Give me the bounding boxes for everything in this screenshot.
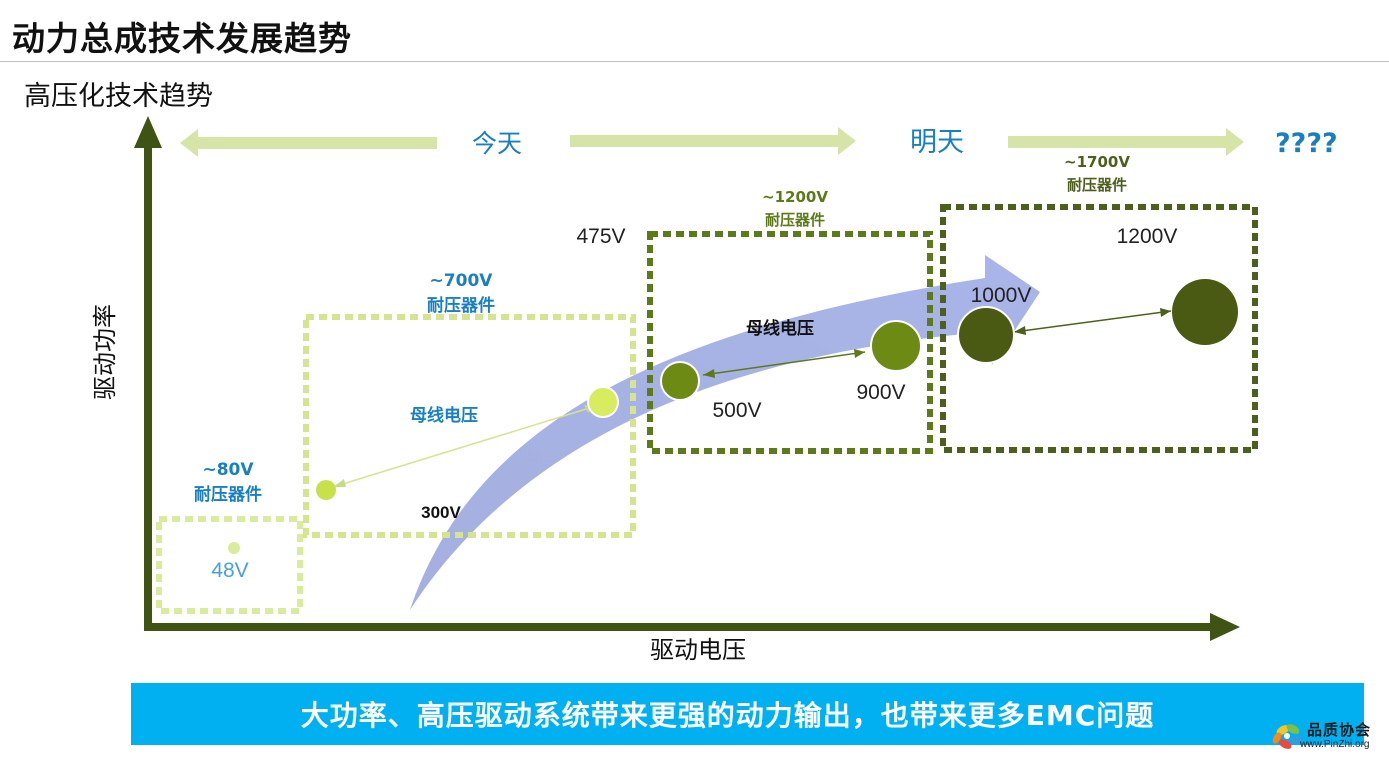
connector-arrowhead bbox=[703, 369, 715, 378]
connector-arrowhead bbox=[1160, 308, 1171, 317]
bus-voltage-label-2: 母线电压 bbox=[746, 318, 814, 339]
section-subtitle: 高压化技术趋势 bbox=[24, 81, 213, 112]
connector-1000v-1200v bbox=[1013, 310, 1172, 333]
voltage-label-500v: 500V bbox=[712, 399, 761, 422]
voltage-label-300v: 300V bbox=[421, 503, 461, 522]
zone-80v-rating: ~80V bbox=[202, 460, 254, 480]
zone-700v-box bbox=[303, 314, 636, 538]
x-axis-label: 驱动电压 bbox=[650, 636, 746, 664]
voltage-label-900v: 900V bbox=[856, 381, 905, 404]
voltage-dot-900v bbox=[870, 320, 922, 372]
zone-1200v-rating: ~1200V bbox=[762, 188, 828, 206]
connector-arrowhead bbox=[1014, 326, 1026, 335]
zone-80v-device-label: 耐压器件 bbox=[194, 484, 262, 505]
voltage-dot-1200v bbox=[1172, 279, 1238, 345]
conclusion-banner: 大功率、高压驱动系统带来更强的动力输出，也带来更多EMC问题 bbox=[131, 683, 1364, 745]
logo-url: www.PinZhi.org bbox=[1300, 739, 1370, 750]
timeline-today-left-arrow bbox=[180, 129, 437, 157]
zone-1700v-rating: ~1700V bbox=[1064, 153, 1130, 171]
zone-1200v-device-label: 耐压器件 bbox=[765, 211, 825, 229]
timeline-today-label: 今天 bbox=[472, 129, 522, 158]
voltage-dot-500v bbox=[660, 361, 700, 401]
zone-80v-box bbox=[156, 516, 303, 614]
timeline-future-label: ???? bbox=[1275, 128, 1338, 159]
zone-1700v-device-label: 耐压器件 bbox=[1067, 176, 1127, 194]
voltage-dot-475v bbox=[587, 386, 619, 418]
zone-1700v-box bbox=[940, 204, 1258, 453]
voltage-label-48v: 48V bbox=[211, 559, 248, 582]
voltage-label-1200v: 1200V bbox=[1117, 225, 1178, 248]
timeline-tomorrow-arrow bbox=[1008, 128, 1244, 156]
bus-voltage-label-1: 母线电压 bbox=[410, 405, 478, 426]
connector-arrowhead bbox=[854, 349, 865, 358]
voltage-label-475v: 475V bbox=[576, 225, 625, 248]
voltage-dot-1000v bbox=[957, 306, 1015, 364]
voltage-dot-300v bbox=[316, 480, 336, 500]
pinzhi-logo bbox=[1272, 724, 1303, 749]
connector-300v-475v bbox=[332, 405, 597, 488]
connector-500v-900v bbox=[702, 351, 866, 376]
conclusion-text: 大功率、高压驱动系统带来更强的动力输出，也带来更多EMC问题 bbox=[300, 699, 1155, 732]
title-divider bbox=[0, 61, 1389, 62]
logo-name: 品质协会 bbox=[1307, 721, 1372, 739]
x-axis-arrowhead bbox=[1210, 613, 1240, 641]
y-axis-label: 驱动功率 bbox=[91, 304, 119, 400]
voltage-dot-48v bbox=[228, 542, 240, 554]
zone-700v-rating: ~700V bbox=[430, 271, 494, 291]
page-title: 动力总成技术发展趋势 bbox=[12, 19, 352, 58]
zone-700v-device-label: 耐压器件 bbox=[427, 295, 495, 316]
voltage-label-1000v: 1000V bbox=[971, 284, 1032, 307]
flower-icon bbox=[1272, 724, 1303, 749]
timeline-today-right-arrow bbox=[570, 127, 856, 155]
timeline-tomorrow-label: 明天 bbox=[910, 127, 964, 158]
y-axis-arrowhead bbox=[134, 116, 162, 148]
zone-1200v-box bbox=[647, 231, 933, 454]
connector-arrowhead bbox=[333, 479, 346, 487]
